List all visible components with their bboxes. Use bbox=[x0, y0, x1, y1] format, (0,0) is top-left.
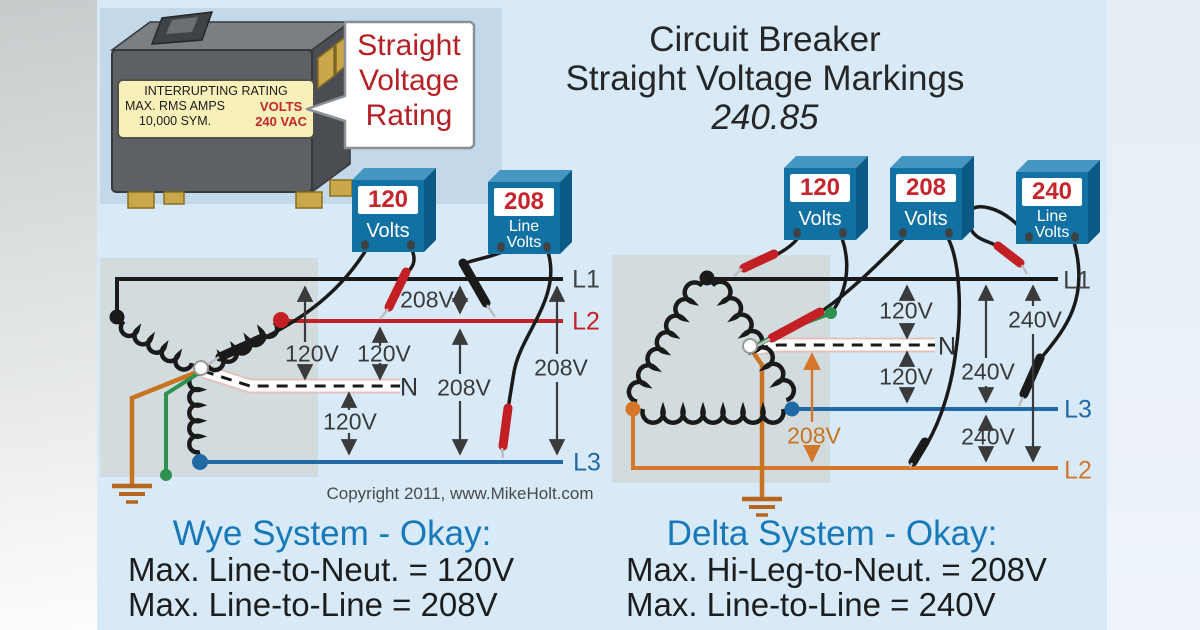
wye-line-label-n: N bbox=[399, 373, 419, 402]
meter-top-face bbox=[890, 156, 974, 168]
wye-measure-l1-l3: 208V bbox=[534, 354, 588, 381]
callout-text: Straight Voltage Rating bbox=[357, 29, 461, 132]
delta-line-label-l3: L3 bbox=[1064, 395, 1092, 424]
wye-line-label-l1: L1 bbox=[572, 265, 600, 294]
delta-caption-line1: Max. Hi-Leg-to-Neut. = 208V bbox=[626, 551, 1047, 588]
breaker-label-vac: 240 VAC bbox=[255, 114, 307, 129]
wye-measure-l2-l3: 208V bbox=[437, 374, 491, 401]
ground-icon bbox=[112, 483, 152, 504]
meter-value: 120 bbox=[790, 174, 850, 202]
meter-terminal bbox=[839, 228, 847, 238]
meter-top-face bbox=[1016, 160, 1100, 172]
meter-right-face bbox=[1088, 160, 1100, 244]
delta-measure-hileg-n: 208V bbox=[787, 422, 841, 449]
delta-measure-l1-l2: 240V bbox=[1008, 306, 1062, 333]
meter-terminal bbox=[1071, 232, 1079, 242]
meter-top-face bbox=[488, 170, 572, 182]
meter-unit: Volts bbox=[798, 208, 842, 230]
wye-measure-l1-n: 120V bbox=[285, 340, 339, 367]
copyright-text: Copyright 2011, www.MikeHolt.com bbox=[326, 484, 594, 503]
meter-terminal bbox=[543, 242, 551, 252]
meter-front-face: 240 Line Volts bbox=[1016, 172, 1088, 244]
ground-icon bbox=[742, 496, 782, 517]
breaker-label-right-col: VOLTS 240 VAC bbox=[255, 99, 307, 129]
wye-line-label-l2: L2 bbox=[572, 307, 600, 336]
meter-front-face: 208 Volts bbox=[890, 168, 962, 240]
page-title: Circuit Breaker Straight Voltage Marking… bbox=[515, 20, 1015, 137]
meter-front-face: 208 Line Volts bbox=[488, 182, 560, 254]
breaker-rating-label: INTERRUPTING RATING MAX. RMS AMPS 10,000… bbox=[120, 84, 312, 129]
meter-unit: Line Volts bbox=[488, 219, 560, 251]
wye-diagram bbox=[109, 249, 566, 504]
wye-caption-line1: Max. Line-to-Neut. = 120V bbox=[128, 551, 515, 588]
delta-measure-n-l3: 120V bbox=[879, 363, 933, 390]
breaker-label-left-col: MAX. RMS AMPS 10,000 SYM. bbox=[125, 99, 225, 129]
breaker-label-amps: MAX. RMS AMPS bbox=[125, 99, 226, 113]
meter-unit-line1: Line bbox=[1036, 208, 1068, 225]
right-margin-band bbox=[1107, 0, 1200, 630]
delta-meter-120: 120 Volts bbox=[784, 156, 868, 240]
title-code-section: 240.85 bbox=[711, 98, 819, 137]
meter-unit: Volts bbox=[366, 220, 410, 242]
meter-terminal bbox=[899, 228, 907, 238]
meter-value: 120 bbox=[358, 186, 418, 214]
meter-right-face bbox=[560, 170, 572, 254]
meter-unit-line2: Volts bbox=[506, 234, 542, 251]
wye-caption-title: Wye System - Okay: bbox=[172, 514, 492, 553]
meter-top-face bbox=[784, 156, 868, 168]
delta-measure-l3-l2: 240V bbox=[961, 423, 1015, 450]
delta-measure-l1-l3: 240V bbox=[961, 358, 1015, 385]
delta-diagram bbox=[625, 205, 1081, 517]
breaker-label-volts: VOLTS bbox=[259, 99, 303, 114]
breaker-label-line1: INTERRUPTING RATING bbox=[144, 84, 288, 98]
meter-unit: Volts bbox=[904, 208, 948, 230]
delta-caption-line2: Max. Line-to-Line = 240V bbox=[626, 586, 996, 623]
meter-unit-line2: Volts bbox=[1034, 224, 1070, 241]
delta-caption-title: Delta System - Okay: bbox=[666, 514, 998, 553]
wye-measure-l1-l2: 208V bbox=[400, 286, 454, 313]
delta-panel bbox=[612, 255, 830, 483]
title-line2: Straight Voltage Markings bbox=[565, 59, 965, 98]
delta-measure-l1-n: 120V bbox=[879, 297, 933, 324]
meter-terminal bbox=[945, 228, 953, 238]
wye-meter-120: 120 Volts bbox=[352, 168, 436, 252]
meter-value: 240 bbox=[1022, 178, 1082, 206]
delta-meter-240: 240 Line Volts bbox=[1016, 160, 1100, 244]
delta-line-label-n: N bbox=[937, 332, 957, 361]
meter-right-face bbox=[424, 168, 436, 252]
delta-meter-208: 208 Volts bbox=[890, 156, 974, 240]
left-margin-band bbox=[0, 0, 97, 630]
wye-meter-208: 208 Line Volts bbox=[488, 170, 572, 254]
meter-terminal bbox=[1025, 232, 1033, 242]
delta-line-label-l2: L2 bbox=[1064, 456, 1092, 485]
meter-terminal bbox=[793, 228, 801, 238]
callout-bubble bbox=[305, 20, 476, 150]
meter-right-face bbox=[962, 156, 974, 240]
meter-top-face bbox=[352, 168, 436, 180]
meter-terminal bbox=[497, 242, 505, 252]
meter-right-face bbox=[856, 156, 868, 240]
meter-front-face: 120 Volts bbox=[352, 180, 424, 252]
wye-measure-l2-n: 120V bbox=[357, 340, 411, 367]
breaker-label-sym: 10,000 SYM. bbox=[138, 114, 212, 128]
wye-line-label-l3: L3 bbox=[573, 448, 601, 477]
meter-unit-line1: Line bbox=[508, 218, 540, 235]
meter-value: 208 bbox=[494, 188, 554, 216]
wye-caption-line2: Max. Line-to-Line = 208V bbox=[128, 586, 498, 623]
circuit-breaker-illustration bbox=[109, 11, 353, 209]
wye-measure-n-l3: 120V bbox=[323, 408, 377, 435]
delta-line-label-l1: L1 bbox=[1063, 266, 1091, 295]
meter-terminal bbox=[407, 240, 415, 250]
title-line1: Circuit Breaker bbox=[649, 20, 881, 59]
meter-value: 208 bbox=[896, 174, 956, 202]
meter-terminal bbox=[361, 240, 369, 250]
meter-front-face: 120 Volts bbox=[784, 168, 856, 240]
meter-unit: Line Volts bbox=[1016, 209, 1088, 241]
